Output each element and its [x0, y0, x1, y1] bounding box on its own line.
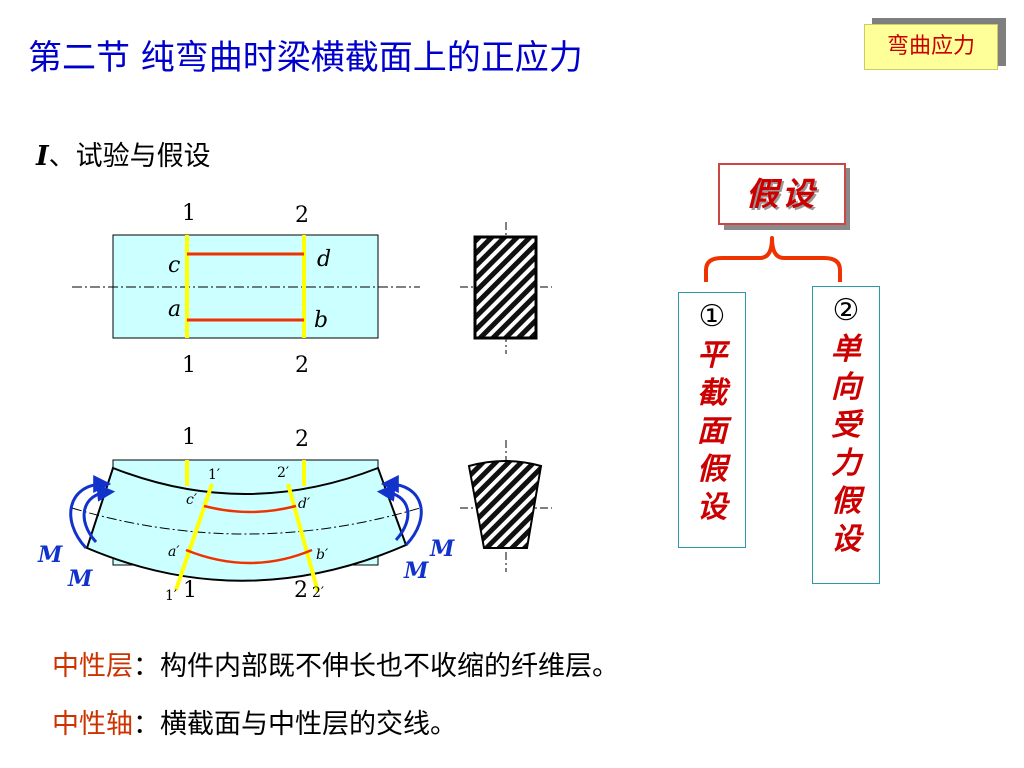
hypothesis-header: 假设 [718, 163, 846, 225]
definition-neutral-axis: 中性轴：横截面与中性层的交线。 [52, 702, 457, 741]
definition-term-neutral-layer: 中性层 [52, 651, 133, 682]
bottom-label-d: d′ [298, 496, 311, 512]
bottom-label-a: a′ [168, 544, 180, 560]
moment-label-right-lower: M [403, 558, 429, 584]
hypothesis-marker-1: ① [698, 299, 726, 334]
moment-label-right-upper: M [429, 536, 455, 562]
top-label-b: b [314, 308, 328, 333]
bottom-section-2-deformed [286, 483, 320, 593]
moment-label-left-lower: M [67, 566, 93, 592]
bottom-section-1-deformed [174, 483, 214, 591]
moment-arrow-right-outer [380, 475, 423, 547]
top-label-1-top: 1 [182, 201, 196, 226]
moment-arrow-left-outer [69, 475, 112, 550]
hypothesis-box-1: ① 平截面假设 [678, 292, 746, 548]
bottom-beam-deformed [85, 466, 408, 582]
bottom-label-b: b′ [316, 547, 329, 563]
top-label-d: d [317, 247, 331, 272]
bottom-label-1prime-top: 1′ [208, 467, 220, 483]
top-label-2-top: 2 [295, 203, 309, 228]
moment-arrow-right-inner [376, 483, 410, 542]
definition-neutral-layer: 中性层：构件内部既不伸长也不收缩的纤维层。 [52, 644, 619, 683]
bottom-label-c: c′ [186, 492, 198, 508]
moment-label-left-upper: M [37, 542, 63, 568]
subhead-text: 、试验与假设 [48, 141, 211, 172]
definition-term-neutral-axis: 中性轴 [52, 709, 133, 740]
top-cross-section [473, 235, 538, 340]
top-label-c: c [168, 253, 180, 278]
bottom-label-1-bottom: 1 [183, 578, 197, 603]
hypothesis-box-2: ② 单向受力假设 [812, 286, 880, 584]
hypothesis-text-1: 平截面假设 [697, 338, 727, 525]
bottom-beam-axis [71, 507, 421, 535]
bottom-fiber-ab [185, 548, 313, 565]
bottom-label-2prime-top: 2′ [277, 465, 289, 481]
subhead-number: I [36, 141, 49, 172]
page-title: 第二节 纯弯曲时梁横截面上的正应力 [28, 38, 583, 78]
chapter-badge: 弯曲应力 [864, 24, 998, 70]
bottom-label-2prime-bottom: 2′ [312, 585, 324, 601]
bottom-fiber-cd [203, 504, 297, 514]
top-label-a: a [168, 297, 181, 322]
top-label-2-bottom: 2 [295, 353, 309, 378]
hypothesis-marker-2: ② [832, 293, 860, 328]
bottom-label-2-top: 2 [295, 427, 309, 452]
bottom-label-2-bottom: 2 [294, 578, 308, 603]
bottom-label-1prime-bottom: 1′ [165, 588, 177, 604]
bottom-cross-section [467, 460, 543, 549]
bottom-label-1-top: 1 [182, 425, 196, 450]
moment-arrow-left-inner [82, 483, 116, 544]
hypothesis-brace [704, 236, 842, 282]
hypothesis-text-2: 单向受力假设 [831, 332, 861, 557]
definition-text-neutral-layer: ：构件内部既不伸长也不收缩的纤维层。 [133, 651, 619, 682]
section-subheading: I、试验与假设 [36, 134, 211, 173]
top-label-1-bottom: 1 [182, 353, 196, 378]
definition-text-neutral-axis: ：横截面与中性层的交线。 [133, 709, 457, 740]
